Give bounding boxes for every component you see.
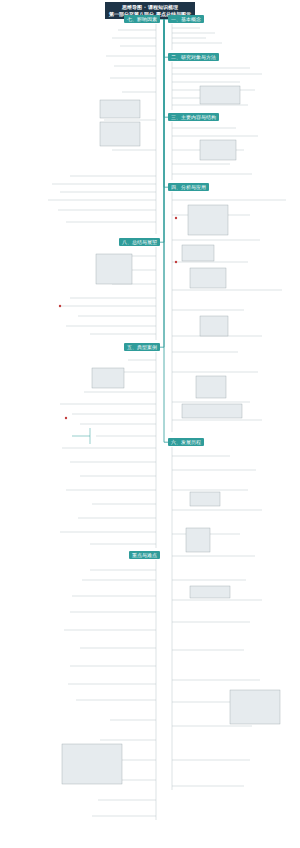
topic-text: 五、典型案例 xyxy=(127,345,157,350)
topic-text: 六、发展历程 xyxy=(171,440,201,445)
topic-text: 四、分析与应用 xyxy=(171,185,206,190)
branch-connector xyxy=(160,19,164,242)
branch-connector xyxy=(164,19,168,57)
topic-text: 八、总结与展望 xyxy=(122,240,157,245)
branch-topic: 三、主要内容与结构 xyxy=(168,113,219,121)
branch-connector xyxy=(164,19,168,117)
topic-text: 重点与难点 xyxy=(132,553,157,558)
topic-text: 三、主要内容与结构 xyxy=(171,115,216,120)
branch-topic: 八、总结与展望 xyxy=(119,238,160,246)
branch-connector xyxy=(164,19,168,442)
topic-text: 七、影响因素 xyxy=(127,17,157,22)
branch-topic: 四、分析与应用 xyxy=(168,183,209,191)
branch-connector xyxy=(164,19,168,187)
branch-topic: 五、典型案例 xyxy=(124,343,160,351)
branch-topic: 一、基本概念 xyxy=(168,15,204,23)
branch-topic: 二、研究对象与方法 xyxy=(168,53,219,61)
topic-text: 思维导图 · 课程知识梳理 xyxy=(109,4,191,11)
branch-topic: 六、发展历程 xyxy=(168,438,204,446)
branch-connector xyxy=(160,19,164,347)
branch-topic: 七、影响因素 xyxy=(124,15,160,23)
branch-topic: 重点与难点 xyxy=(129,551,160,559)
topic-text: 一、基本概念 xyxy=(171,17,201,22)
topic-text: 二、研究对象与方法 xyxy=(171,55,216,60)
